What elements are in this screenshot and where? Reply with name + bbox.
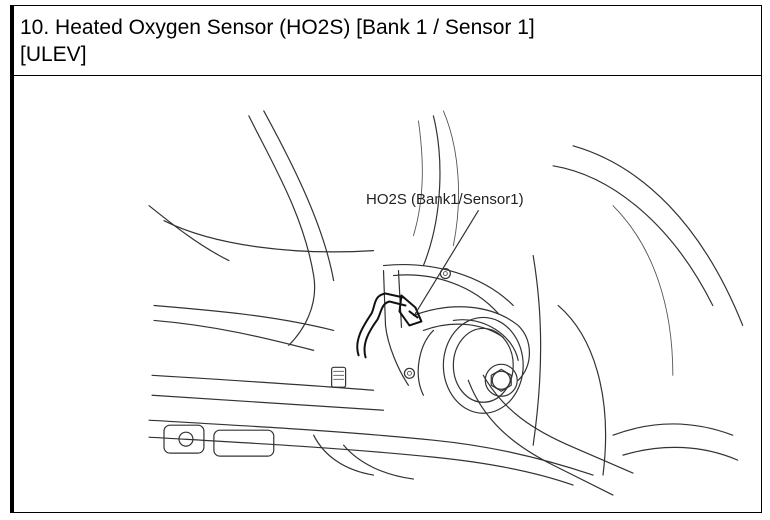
section-subtitle: [ULEV] <box>20 43 87 66</box>
section-header: 10. Heated Oxygen Sensor (HO2S) [Bank 1 … <box>14 6 761 76</box>
engine-bay-line-drawing <box>148 110 744 496</box>
procedure-frame: 10. Heated Oxygen Sensor (HO2S) [Bank 1 … <box>10 5 762 513</box>
section-title: 10. Heated Oxygen Sensor (HO2S) [Bank 1 … <box>20 16 535 39</box>
sensor-callout-label: HO2S (Bank1/Sensor1) <box>366 191 524 208</box>
sensor-location-illustration: HO2S (Bank1/Sensor1) <box>14 76 761 512</box>
